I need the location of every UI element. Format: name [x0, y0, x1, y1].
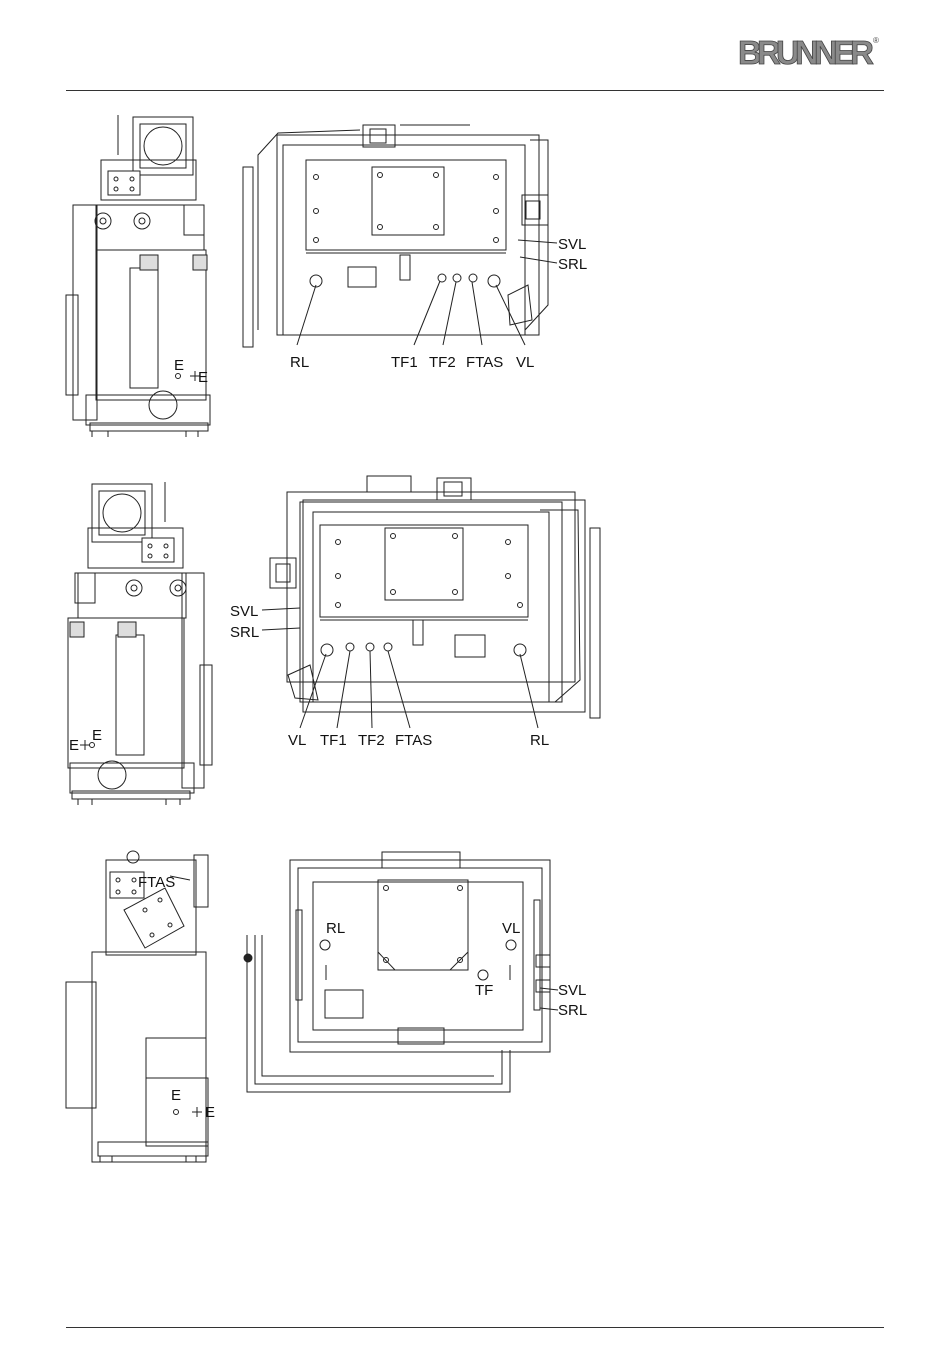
fig1-label-vl: VL: [516, 355, 534, 370]
fig2-label-e-1: E: [69, 738, 79, 753]
fig1-label-ftas: FTAS: [466, 355, 503, 370]
fig2-label-srl: SRL: [230, 625, 259, 640]
figure-2: SVL SRL E E VL TF1 TF2 FTAS RL: [0, 470, 950, 815]
fig1-label-svl: SVL: [558, 237, 586, 252]
fig1-label-rl: RL: [290, 355, 309, 370]
fig1-front-view: [243, 125, 557, 347]
fig2-label-tf1: TF1: [320, 733, 347, 748]
fig3-label-rl: RL: [326, 921, 345, 936]
brunner-logo: BRUNNER ®: [738, 34, 880, 70]
fig1-label-tf1: TF1: [391, 355, 418, 370]
fig3-label-e-1: E: [171, 1088, 181, 1103]
fig3-label-tf: TF: [475, 983, 493, 998]
fig1-label-e-2: E: [198, 370, 208, 385]
fig2-label-svl: SVL: [230, 604, 258, 619]
brunner-registered-mark: ®: [873, 36, 879, 45]
fig3-side-view: [66, 851, 208, 1162]
fig3-label-srl: SRL: [558, 1003, 587, 1018]
figure-3: FTAS RL VL TF SVL SRL E E: [0, 840, 950, 1170]
footer-rule: [66, 1327, 884, 1328]
fig2-side-view: [68, 482, 212, 805]
fig1-side-view: [66, 115, 210, 437]
fig3-label-ftas: FTAS: [138, 875, 175, 890]
fig3-label-svl: SVL: [558, 983, 586, 998]
fig3-front-view: [170, 852, 558, 1092]
fig2-label-ftas: FTAS: [395, 733, 432, 748]
fig2-label-vl: VL: [288, 733, 306, 748]
brunner-logo-text: BRUNNER: [738, 34, 874, 70]
header-rule: [66, 90, 884, 91]
fig3-label-vl: VL: [502, 921, 520, 936]
fig1-label-srl: SRL: [558, 257, 587, 272]
fig2-label-rl: RL: [530, 733, 549, 748]
figure-1: E E SVL SRL RL TF1 TF2 FTAS VL: [0, 105, 950, 445]
figure-2-drawing: [0, 470, 950, 815]
fig1-label-tf2: TF2: [429, 355, 456, 370]
fig1-label-e-1: E: [174, 358, 184, 373]
figure-1-drawing: [0, 105, 950, 445]
fig2-label-e-2: E: [92, 728, 102, 743]
fig2-label-tf2: TF2: [358, 733, 385, 748]
fig3-label-e-2: E: [205, 1105, 215, 1120]
fig2-front-view: [262, 476, 600, 728]
